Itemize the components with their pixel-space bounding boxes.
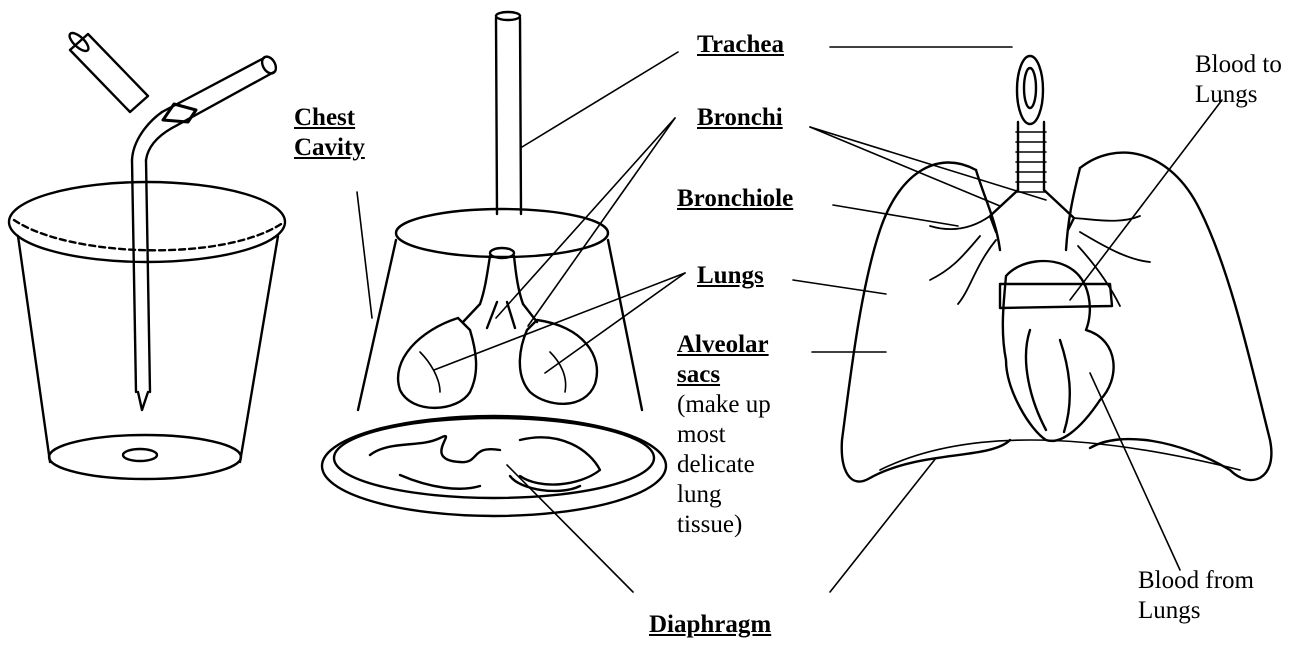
alveolar-note-3: delicate [677, 450, 771, 480]
bronchiole-line [833, 205, 958, 226]
label-alveolar-sacs: Alveolar sacs (make up most delicate lun… [677, 330, 771, 540]
alveolar-note-1: (make up [677, 390, 771, 420]
alveolar-line-1: Alveolar [677, 330, 771, 360]
bronchi-line-2 [528, 118, 675, 326]
label-blood-to-lungs: Blood to Lungs [1195, 50, 1282, 110]
blood-from-lungs-line [1090, 373, 1180, 570]
alveolar-note-5: tissue) [677, 510, 771, 540]
blood-from-line-2: Lungs [1138, 596, 1254, 626]
blood-from-line-1: Blood from [1138, 566, 1254, 596]
bell-jar-model [322, 12, 666, 516]
lungs-line-2 [545, 273, 685, 373]
chest-line-2: Cavity [294, 133, 365, 163]
blood-to-line-2: Lungs [1195, 80, 1282, 110]
blood-to-lungs-line [1070, 100, 1222, 300]
label-lungs: Lungs [697, 261, 764, 291]
bronchi-line-4 [810, 127, 1046, 200]
chest-cavity-line [357, 192, 372, 318]
label-bronchi: Bronchi [697, 103, 783, 133]
leader-lines [357, 47, 1222, 592]
alveolar-note-2: most [677, 420, 771, 450]
label-trachea: Trachea [697, 30, 784, 60]
chest-line-1: Chest [294, 103, 365, 133]
blood-to-line-1: Blood to [1195, 50, 1282, 80]
trachea-line-left [522, 52, 678, 147]
diaphragm-line-right [830, 458, 936, 592]
alveolar-line-2: sacs [677, 360, 771, 390]
label-bronchiole: Bronchiole [677, 184, 793, 214]
lungs-line-1 [434, 273, 685, 370]
label-blood-from-lungs: Blood from Lungs [1138, 566, 1254, 626]
cup-model [9, 30, 285, 479]
lungs-line-3 [793, 280, 886, 294]
label-chest-cavity: Chest Cavity [294, 103, 365, 163]
alveolar-note-4: lung [677, 480, 771, 510]
label-diaphragm: Diaphragm [649, 610, 771, 640]
